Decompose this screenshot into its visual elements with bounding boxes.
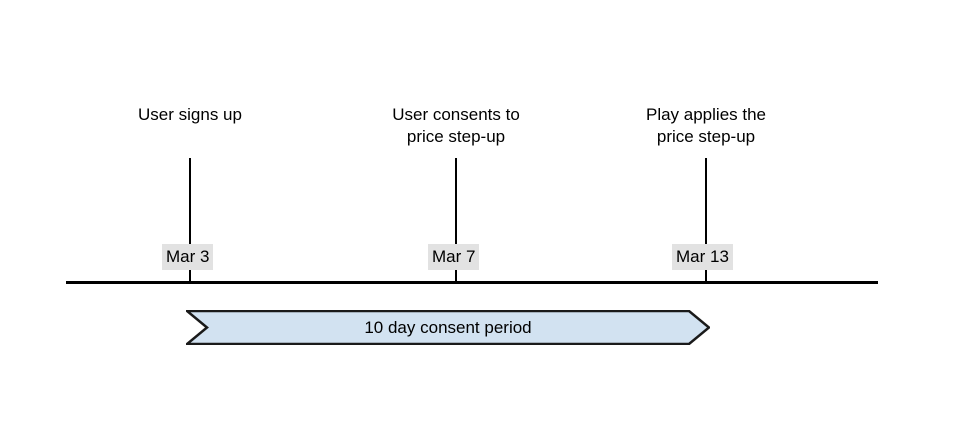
tick-line-icon [189,158,191,283]
date-chip-apply: Mar 13 [672,244,733,270]
ribbon-arrow-icon [186,310,710,345]
timeline-axis [66,281,878,284]
date-chip-signup: Mar 3 [162,244,214,270]
tick-line-icon [705,158,707,283]
consent-period-label: 10 day consent period [364,317,532,337]
event-label-consent: User consents to price step-up [392,105,520,146]
consent-period-banner: 10 day consent period [186,310,710,345]
tick-line-icon [455,158,457,283]
date-chip-consent: Mar 7 [428,244,480,270]
event-label-signup: User signs up [138,105,242,124]
event-label-apply: Play applies the price step-up [645,105,767,146]
